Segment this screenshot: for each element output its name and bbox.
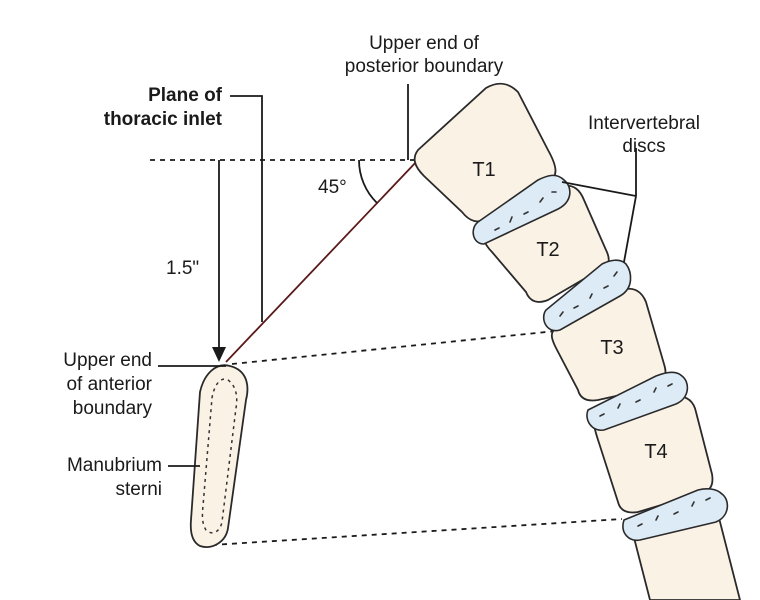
dashed-line-to-anterior-top [231,330,557,365]
label-distance: 1.5" [166,258,199,279]
label-disc-line2: discs [622,136,665,157]
disc-pointer-upper [561,181,637,197]
label-manubrium-line2: sterni [116,479,162,500]
intervertebral-disc-2 [542,259,632,332]
label-anterior-line2: of anterior [66,374,152,395]
label-posterior-line1: Upper end of [369,33,480,54]
label-disc-line1: Intervertebral [588,113,700,134]
label-anterior-line1: Upper end [63,350,152,371]
label-anterior-line3: boundary [73,398,153,419]
intervertebral-disc-4 [622,488,729,542]
vertebra-label-t3: T3 [600,337,623,359]
vertebral-column: T1 T2 T3 T4 [413,82,741,600]
label-plane-line2: thoracic inlet [104,109,223,130]
label-posterior-line2: posterior boundary [345,56,504,77]
dashed-line-to-anterior-bottom [211,518,623,546]
label-plane-line1: Plane of [148,85,223,106]
intervertebral-disc-1 [472,174,571,245]
distance-arrow-head [212,347,226,362]
intervertebral-disc-3 [586,371,689,431]
label-angle: 45° [318,177,347,198]
plane-of-thoracic-inlet-line [225,159,419,363]
vertebra-label-t4: T4 [644,441,667,463]
vertebra-label-t2: T2 [536,239,559,261]
vertebra-label-t1: T1 [472,159,495,181]
angle-arc [358,159,378,204]
manubrium-sterni [189,364,249,548]
plane-label-pointer [230,95,263,322]
disc-pointer-stem [623,148,637,263]
label-manubrium-line1: Manubrium [67,455,162,476]
